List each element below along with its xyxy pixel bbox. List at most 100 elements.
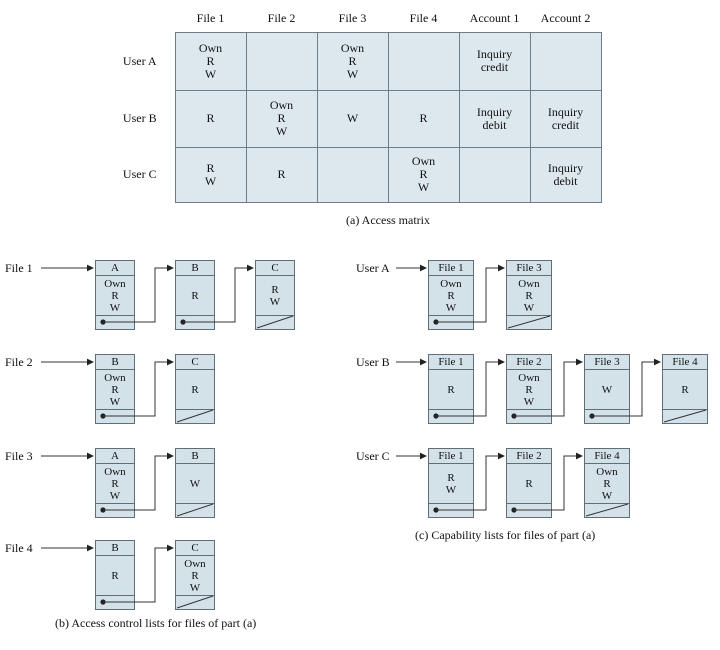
next-pointer-field — [429, 409, 473, 423]
matrix-row-header: User B — [105, 90, 175, 147]
access-matrix: File 1 File 2 File 3 File 4 Account 1 Ac… — [105, 6, 602, 228]
caption-capability: (c) Capability lists for files of part (… — [415, 528, 596, 542]
node-name: B — [96, 355, 134, 370]
list-label: File 2 — [5, 355, 33, 369]
arrowhead-icon — [167, 452, 174, 460]
matrix-cell: R — [387, 89, 460, 148]
node-access-rights: Own R W — [184, 557, 206, 594]
matrix-cell: Inquiry debit — [458, 89, 531, 148]
matrix-row-header: User C — [105, 147, 175, 202]
node-access-rights: Own R W — [596, 465, 618, 502]
node-name: A — [96, 261, 134, 276]
arrowhead-icon — [167, 358, 174, 366]
next-pointer-field — [96, 315, 134, 329]
arrowhead-icon — [87, 544, 94, 552]
node-access-rights: Own R W — [104, 371, 126, 408]
arrowhead-icon — [498, 452, 505, 460]
node-access-rights: R W — [269, 283, 281, 308]
list-label: File 4 — [5, 541, 33, 555]
arrowhead-icon — [654, 358, 661, 366]
matrix-cell: R W — [174, 146, 247, 203]
arrowhead-icon — [87, 358, 94, 366]
matrix-col-header: Account 1 — [459, 6, 530, 32]
null-pointer-field — [663, 409, 707, 423]
list-label: User A — [356, 261, 390, 275]
arrowhead-icon — [420, 358, 427, 366]
next-pointer-field — [96, 409, 134, 423]
node-access-rights: R — [191, 383, 199, 396]
list-label: File 3 — [5, 449, 33, 463]
matrix-cell: Own R W — [387, 146, 460, 203]
node-access-rights: Own R W — [104, 465, 126, 502]
next-pointer-field — [507, 503, 551, 517]
arrowhead-icon — [576, 358, 583, 366]
arrowhead-icon — [576, 452, 583, 460]
matrix-cell: Inquiry credit — [529, 89, 602, 148]
null-pointer-field — [585, 503, 629, 517]
matrix-header-row: File 1 File 2 File 3 File 4 Account 1 Ac… — [105, 6, 601, 32]
next-pointer-field — [429, 503, 473, 517]
node-access-rights: R — [681, 383, 689, 396]
matrix-cell — [245, 31, 318, 91]
matrix-col-header: File 1 — [175, 6, 246, 32]
matrix-col-header: File 3 — [317, 6, 388, 32]
null-pointer-field — [256, 315, 294, 329]
matrix-cell: Inquiry credit — [458, 31, 531, 91]
matrix-row: User B R Own R W W R Inquiry debit Inqui… — [105, 89, 602, 148]
list-label: User B — [356, 355, 390, 369]
node-name: File 3 — [507, 261, 551, 276]
matrix-cell: R — [245, 146, 318, 203]
node-name: A — [96, 449, 134, 464]
caption-acl: (b) Access control lists for files of pa… — [55, 616, 257, 630]
arrowhead-icon — [420, 452, 427, 460]
matrix-cell — [529, 31, 602, 91]
node-access-rights: R — [447, 383, 455, 396]
matrix-row: User C R W R Own R W Inquiry debit — [105, 146, 602, 203]
arrowhead-icon — [87, 264, 94, 272]
node-name: B — [176, 261, 214, 276]
node-name: File 4 — [663, 355, 707, 370]
node-name: File 4 — [585, 449, 629, 464]
arrowhead-icon — [247, 264, 254, 272]
next-pointer-field — [96, 503, 134, 517]
matrix-col-header: File 2 — [246, 6, 317, 32]
matrix-cell — [458, 146, 531, 203]
next-pointer-field — [429, 315, 473, 329]
matrix-cell: Own R W — [245, 89, 318, 148]
matrix-corner — [105, 6, 175, 32]
matrix-row-header: User A — [105, 32, 175, 90]
arrowhead-icon — [420, 264, 427, 272]
node-name: B — [176, 449, 214, 464]
null-pointer-field — [176, 409, 214, 423]
list-label: File 1 — [5, 261, 33, 275]
node-name: File 3 — [585, 355, 629, 370]
node-name: B — [96, 541, 134, 556]
node-access-rights: Own R W — [440, 277, 462, 314]
matrix-cell — [387, 31, 460, 91]
matrix-row: User A Own R W Own R W Inquiry credit — [105, 31, 602, 91]
list-label: User C — [356, 449, 390, 463]
matrix-cell: R — [174, 89, 247, 148]
arrowhead-icon — [167, 544, 174, 552]
node-access-rights: R — [111, 569, 119, 582]
next-pointer-field — [585, 409, 629, 423]
matrix-cell: Inquiry debit — [529, 146, 602, 203]
node-access-rights: Own R W — [518, 371, 540, 408]
caption-access-matrix: (a) Access matrix — [346, 212, 430, 227]
